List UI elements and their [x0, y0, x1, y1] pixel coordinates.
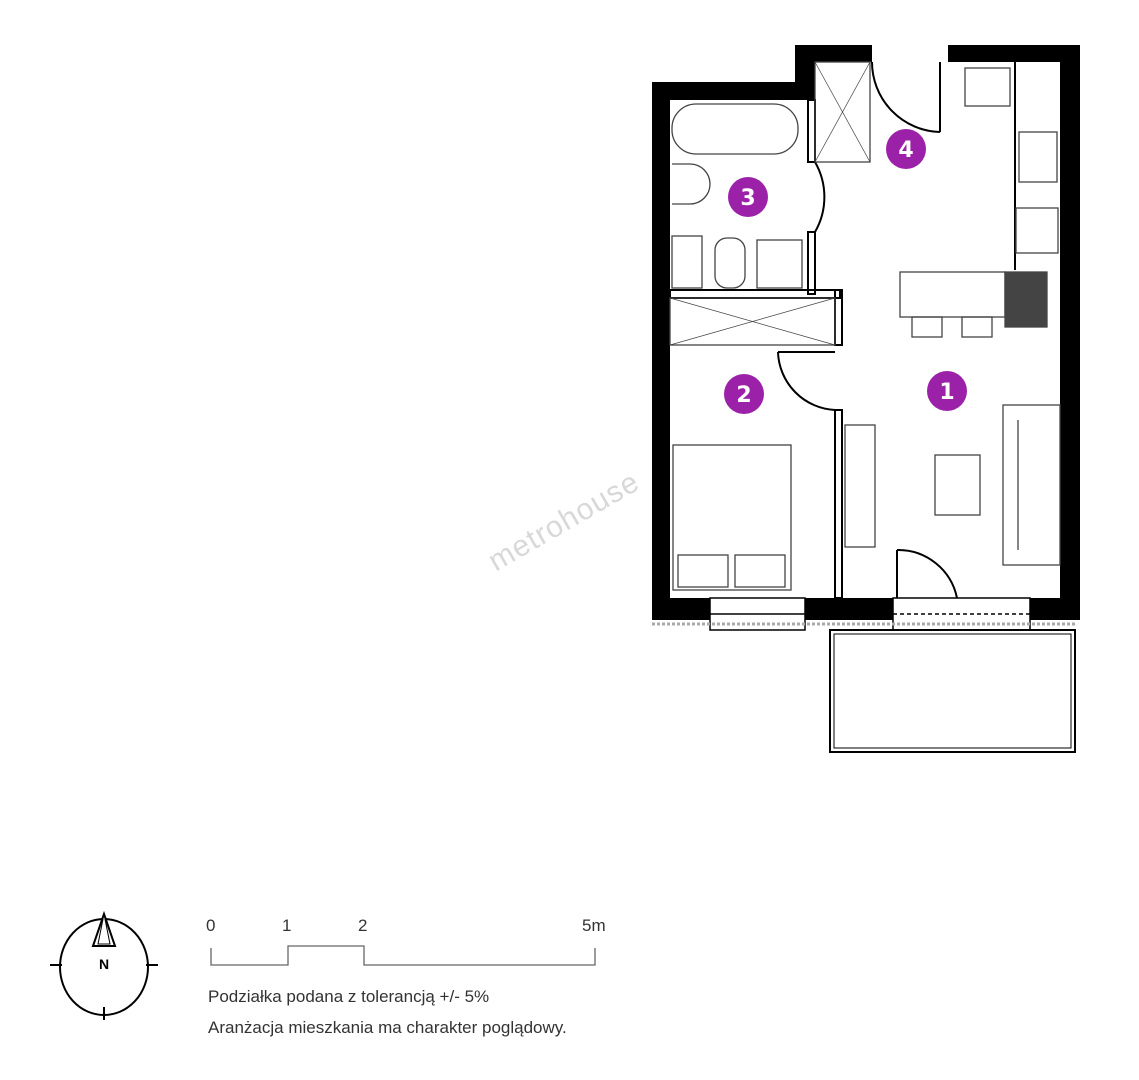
fridge: [964, 67, 1011, 107]
scale-tick-1: 1: [282, 916, 292, 935]
room-marker-2: 2: [724, 374, 764, 414]
washing-machine: [756, 239, 803, 289]
balcony: [652, 622, 1076, 753]
scale-bar: [210, 945, 596, 966]
scale-tick-2: 2: [358, 916, 368, 935]
tv-stand: [844, 424, 876, 548]
room-marker-1: 1: [927, 371, 967, 411]
room-number: 3: [740, 186, 755, 211]
hob: [1015, 207, 1059, 254]
sofa: [1002, 404, 1061, 566]
coffee-table: [934, 454, 981, 516]
room-marker-circle: [724, 374, 764, 414]
kitchen-island: [899, 271, 1006, 318]
bathtub: [671, 103, 799, 155]
windows: [709, 597, 1031, 631]
wardrobe: [669, 297, 836, 346]
room-marker-circle: [927, 371, 967, 411]
sink: [1018, 131, 1058, 183]
shaft-top: [814, 61, 871, 163]
scale-tick-5m: 5m: [582, 916, 606, 935]
room-marker-circle: [728, 177, 768, 217]
room-number: 2: [736, 383, 751, 408]
room-number: 4: [898, 138, 913, 163]
boiler-cabinet: [671, 235, 703, 289]
room-marker-3: 3: [728, 177, 768, 217]
outer-walls: [652, 45, 1080, 620]
doors: [777, 61, 958, 599]
arrangement-note: Aranżacja mieszkania ma charakter pogląd…: [208, 1018, 567, 1037]
room-marker-4: 4: [886, 129, 926, 169]
room-marker-circle: [886, 129, 926, 169]
compass-icon: N: [50, 910, 158, 1020]
scale-tick-0: 0: [206, 916, 216, 935]
furniture: [669, 61, 1061, 591]
room-markers: 1 2 3 4: [724, 129, 967, 414]
bed: [672, 444, 792, 591]
compass-label: N: [99, 956, 109, 972]
cabinet-hatched: [1004, 271, 1048, 328]
washbasin: [672, 163, 711, 205]
interior-walls: [669, 62, 1016, 599]
toilet: [714, 237, 746, 289]
room-number: 1: [939, 380, 954, 405]
scale-tolerance-note: Podziałka podana z tolerancją +/- 5%: [208, 987, 490, 1006]
